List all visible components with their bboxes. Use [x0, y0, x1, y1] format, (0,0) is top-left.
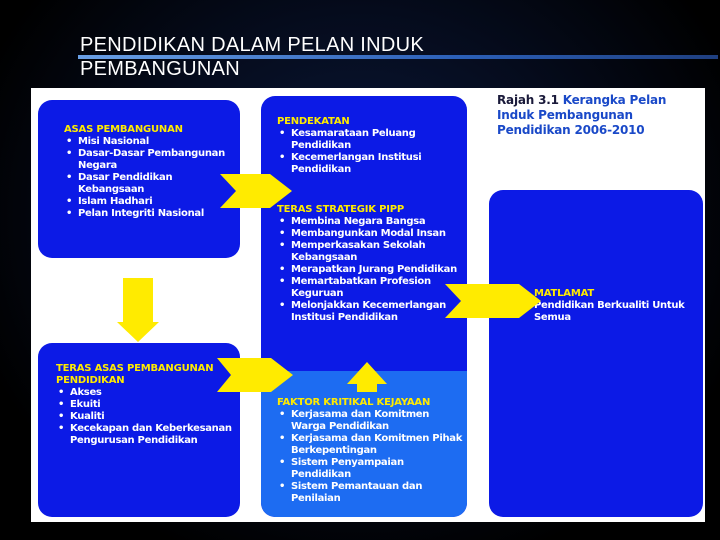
list-item: Melonjakkan Kecemerlangan Institusi Pend… — [277, 300, 463, 324]
arrow-right-icon — [445, 284, 541, 318]
arrow-right-icon — [217, 358, 293, 392]
list-item: Merapatkan Jurang Pendidikan — [277, 264, 463, 276]
list-item: Pelan Integriti Nasional — [64, 208, 234, 220]
list-item: Misi Nasional — [64, 136, 234, 148]
list-item: Sistem Penyampaian Pendidikan — [277, 457, 463, 481]
teras-asas-heading: TERAS ASAS PEMBANGUNAN PENDIDIKAN — [56, 363, 214, 386]
list-item: Kecemerlangan Institusi Pendidikan — [277, 152, 463, 176]
faktor-list: Kerjasama dan Komitmen Warga Pendidikan … — [277, 409, 463, 505]
list-item: Sistem Pemantauan dan Penilaian — [277, 481, 463, 505]
list-item: Kualiti — [56, 411, 234, 423]
matlamat-box: MATLAMAT Pendidikan Berkualiti Untuk Sem… — [489, 190, 703, 517]
asas-list: Misi Nasional Dasar-Dasar Pembangunan Ne… — [64, 136, 234, 220]
pendekatan-list: Kesamarataan Peluang Pendidikan Kecemerl… — [277, 128, 463, 176]
asas-pembangunan-box: ASAS PEMBANGUNAN Misi Nasional Dasar-Das… — [38, 100, 240, 258]
matlamat-text: Pendidikan Berkualiti Untuk Semua — [534, 300, 685, 323]
list-item: Kerjasama dan Komitmen Pihak Berkepentin… — [277, 433, 463, 457]
list-item: Memartabatkan Profesion Keguruan — [277, 276, 463, 300]
teras-asas-list: Akses Ekuiti Kualiti Kecekapan dan Keber… — [56, 387, 234, 447]
matlamat-heading: MATLAMAT — [534, 288, 594, 299]
list-item: Ekuiti — [56, 399, 234, 411]
list-item: Memperkasakan Sekolah Kebangsaan — [277, 240, 463, 264]
list-item: Dasar-Dasar Pembangunan Negara — [64, 148, 234, 172]
asas-heading: ASAS PEMBANGUNAN — [64, 124, 183, 135]
list-item: Kerjasama dan Komitmen Warga Pendidikan — [277, 409, 463, 433]
arrow-right-icon — [220, 174, 292, 208]
teras-strategik-heading: TERAS STRATEGIK PIPP — [277, 204, 404, 215]
arrow-up-icon — [347, 362, 387, 392]
list-item: Kecekapan dan Keberkesanan Pengurusan Pe… — [56, 423, 234, 447]
teras-strategik-list: Membina Negara Bangsa Membangunkan Modal… — [277, 216, 463, 324]
list-item: Islam Hadhari — [64, 196, 234, 208]
list-item: Akses — [56, 387, 234, 399]
list-item: Membina Negara Bangsa — [277, 216, 463, 228]
pendekatan-heading: PENDEKATAN — [277, 116, 350, 127]
title-underline — [78, 55, 718, 59]
caption-label: Rajah 3.1 — [497, 93, 559, 107]
caption-text: Kerangka Pelan Induk Pembangunan Pendidi… — [497, 93, 667, 137]
strategy-box: PENDEKATAN Kesamarataan Peluang Pendidik… — [261, 96, 467, 517]
arrow-down-icon — [117, 278, 159, 342]
teras-asas-box: TERAS ASAS PEMBANGUNAN PENDIDIKAN Akses … — [38, 343, 240, 517]
framework-diagram-panel: ASAS PEMBANGUNAN Misi Nasional Dasar-Das… — [31, 88, 705, 522]
list-item: Dasar Pendidikan Kebangsaan — [64, 172, 234, 196]
faktor-heading: FAKTOR KRITIKAL KEJAYAAN — [277, 397, 431, 408]
slide-title: PENDIDIKAN DALAM PELAN INDUK PEMBANGUNAN — [80, 34, 425, 80]
list-item: Membangunkan Modal Insan — [277, 228, 463, 240]
figure-caption: Rajah 3.1 Kerangka Pelan Induk Pembangun… — [497, 93, 687, 138]
list-item: Kesamarataan Peluang Pendidikan — [277, 128, 463, 152]
